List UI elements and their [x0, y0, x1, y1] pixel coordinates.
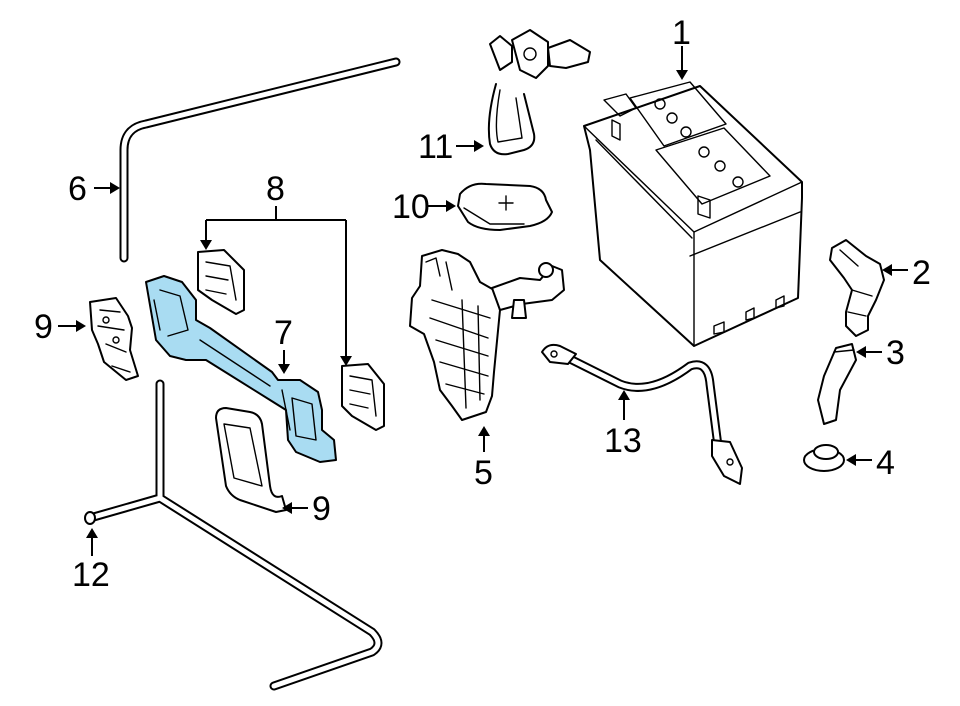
part-1-battery[interactable] [583, 81, 803, 347]
part-11-battery-sensor[interactable] [487, 29, 591, 156]
callout-9-left: 9 [34, 308, 53, 346]
part-8-clip-lower[interactable] [341, 363, 385, 431]
part-8-clip-upper[interactable] [197, 249, 245, 315]
callout-1: 1 [672, 14, 691, 52]
callout-7: 7 [274, 314, 293, 352]
part-7-hold-down-bracket[interactable] [145, 275, 337, 463]
part-9-pad-lower[interactable] [215, 407, 287, 513]
callout-2: 2 [912, 254, 931, 292]
part-2-vent-elbow[interactable] [829, 239, 885, 337]
part-3-hose[interactable] [817, 343, 857, 425]
part-12-vent-tube[interactable] [84, 379, 383, 691]
part-5-fuse-block[interactable] [409, 249, 565, 421]
part-13-ground-cable[interactable] [541, 343, 743, 485]
part-4-grommet[interactable] [803, 444, 845, 472]
callout-12: 12 [72, 556, 110, 594]
part-9-bracket-left[interactable] [89, 297, 139, 381]
callout-4: 4 [876, 444, 895, 482]
callout-9-lower: 9 [312, 490, 331, 528]
part-10-terminal-cover[interactable] [457, 182, 553, 231]
callout-5: 5 [474, 454, 493, 492]
part-6-vent-tube[interactable] [119, 57, 401, 263]
callout-8: 8 [266, 170, 285, 208]
callout-11: 11 [418, 128, 453, 166]
callout-3: 3 [886, 334, 905, 372]
callout-13: 13 [604, 422, 642, 460]
callout-10: 10 [392, 188, 430, 226]
callout-6: 6 [68, 170, 87, 208]
callout-leaders [58, 46, 908, 556]
